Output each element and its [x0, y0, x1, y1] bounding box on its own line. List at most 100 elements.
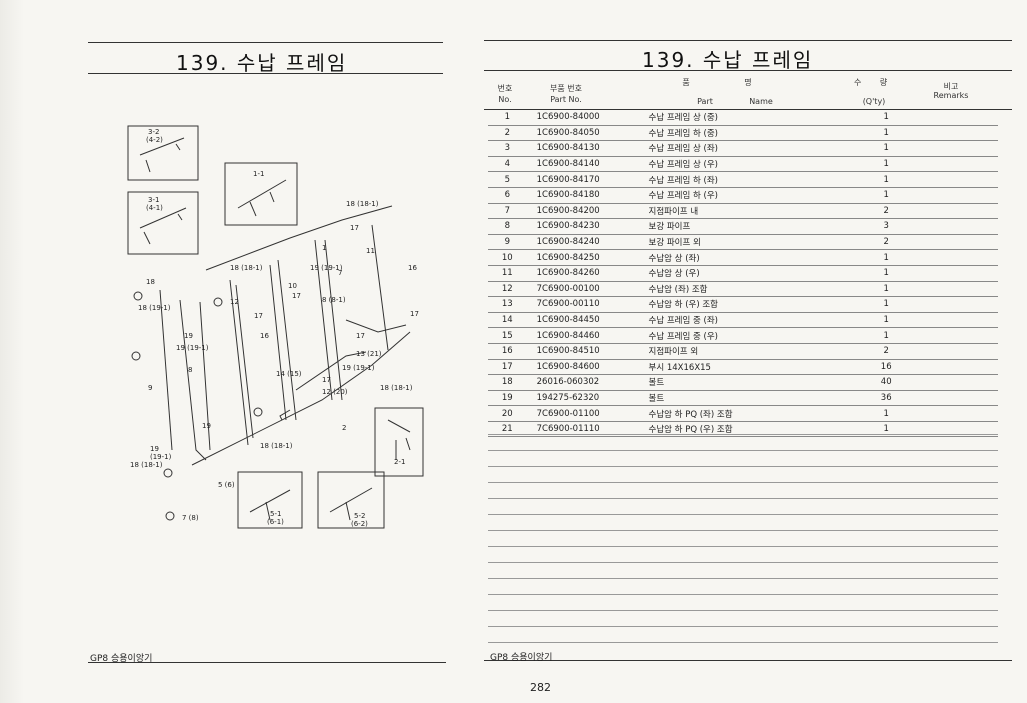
diagram-label: (4-2) [146, 136, 163, 144]
blank-line [488, 642, 998, 643]
bolt-marker [133, 291, 143, 301]
part-name-cell: 수납암 상 (좌) [642, 249, 853, 266]
row-number-cell: 18 [488, 374, 527, 391]
quantity-cell: 1 [852, 296, 920, 313]
quantity-cell: 1 [852, 312, 920, 329]
diagram-label: 19 (19-1) [310, 264, 343, 272]
part-number-cell: 1C6900-84230 [526, 218, 643, 235]
part-name-cell: 수납 프레임 하 (우) [642, 187, 853, 204]
header-no-en: No. [498, 95, 512, 104]
support-pipe-13 [345, 319, 407, 333]
callout-box-5-1 [237, 471, 303, 529]
diagram-label: 2 [342, 424, 346, 432]
remarks-cell [919, 156, 998, 173]
remarks-cell [919, 125, 998, 142]
left-page-footer: GP8 승용이앙기 [90, 654, 153, 664]
part-name-cell: 수납암 상 (우) [642, 265, 853, 282]
diagram-label: 5 (6) [218, 481, 235, 489]
remarks-cell [919, 110, 998, 126]
bolt-marker [253, 407, 263, 417]
part-number-cell: 1C6900-84170 [526, 171, 643, 188]
diagram-label: 12 (20) [322, 388, 348, 396]
quantity-cell: 3 [852, 218, 920, 235]
callout-box-3-1 [127, 191, 199, 255]
diagram-label: 18 (18-1) [260, 442, 293, 450]
diagram-label: (6-2) [351, 520, 368, 528]
remarks-cell [919, 421, 998, 438]
part-number-cell: 1C6900-84130 [526, 140, 643, 157]
header-remarks-ko: 비고 [943, 82, 959, 91]
remarks-cell [919, 140, 998, 157]
part-sketch-3-1 [139, 207, 187, 245]
diagram-label: 3-2 [148, 128, 159, 136]
part-name-cell: 수납 프레임 상 (좌) [642, 140, 853, 157]
exploded-parts-diagram: 3-2 (4-2) 3-1 (4-1) 1-1 2-1 5-1 (6-1) 5-… [127, 125, 424, 529]
side-pipe-9 [159, 289, 173, 451]
row-number-cell: 20 [488, 405, 527, 422]
row-number-cell: 21 [488, 421, 527, 438]
part-name-cell: 보강 파이프 외 [642, 234, 853, 251]
support-pipe-12 [295, 351, 367, 391]
callout-box-1-1 [224, 162, 298, 226]
blank-line [488, 546, 998, 547]
left-page-title: 139. 수납 프레임 [176, 51, 348, 75]
diagram-label: 17 [292, 292, 301, 300]
row-number-cell: 4 [488, 156, 527, 173]
quantity-cell: 1 [852, 110, 920, 126]
part-number-cell: 1C6900-84460 [526, 327, 643, 344]
row-number-cell: 17 [488, 359, 527, 376]
blank-line [488, 482, 998, 483]
diagram-label: 10 [288, 282, 297, 290]
part-number-cell: 7C6900-00110 [526, 296, 643, 313]
diagram-label: 8 (8-1) [322, 296, 346, 304]
part-number-cell: 1C6900-84250 [526, 249, 643, 266]
row-number-cell: 2 [488, 125, 527, 142]
diagram-label: 2-1 [394, 458, 405, 466]
header-remarks-en: Remarks [933, 91, 969, 100]
part-sketch-2-1 [387, 419, 411, 460]
row-number-cell: 11 [488, 265, 527, 282]
remarks-cell [919, 249, 998, 266]
part-number-cell: 7C6900-01100 [526, 405, 643, 422]
quantity-cell: 1 [852, 265, 920, 282]
remarks-cell [919, 187, 998, 204]
row-number-cell: 9 [488, 234, 527, 251]
part-name-cell: 보강 파이프 [642, 218, 853, 235]
quantity-cell: 40 [852, 374, 920, 391]
blank-line [488, 530, 998, 531]
diagram-label: (6-1) [267, 518, 284, 526]
diagram-label: 13 (21) [356, 350, 382, 358]
diagram-label: 12 [230, 298, 239, 306]
title-bottom-rule [88, 73, 443, 74]
quantity-cell: 1 [852, 421, 920, 438]
diagram-label: 19 (19-1) [176, 344, 209, 352]
row-number-cell: 8 [488, 218, 527, 235]
part-name-cell: 수납 프레임 상 (중) [642, 110, 853, 126]
part-number-cell: 7C6900-01110 [526, 421, 643, 438]
diagram-label: 16 [408, 264, 417, 272]
diagram-label: 19 (19-1) [342, 364, 375, 372]
part-sketch-5-1 [249, 489, 291, 521]
header-bottom-rule [484, 109, 1012, 110]
header-no-ko: 번호 [497, 84, 513, 93]
remarks-cell [919, 234, 998, 251]
part-name-cell: 수납암 하 PQ (좌) 조합 [642, 405, 853, 422]
remarks-cell [919, 218, 998, 235]
part-name-cell: 수납 프레임 상 (우) [642, 156, 853, 173]
bend-17 [279, 409, 291, 421]
row-number-cell: 5 [488, 171, 527, 188]
diagram-label: 1 [322, 244, 326, 252]
bolt-marker [131, 351, 141, 361]
diagram-label: 8 [188, 366, 192, 374]
part-number-cell: 1C6900-84200 [526, 203, 643, 220]
